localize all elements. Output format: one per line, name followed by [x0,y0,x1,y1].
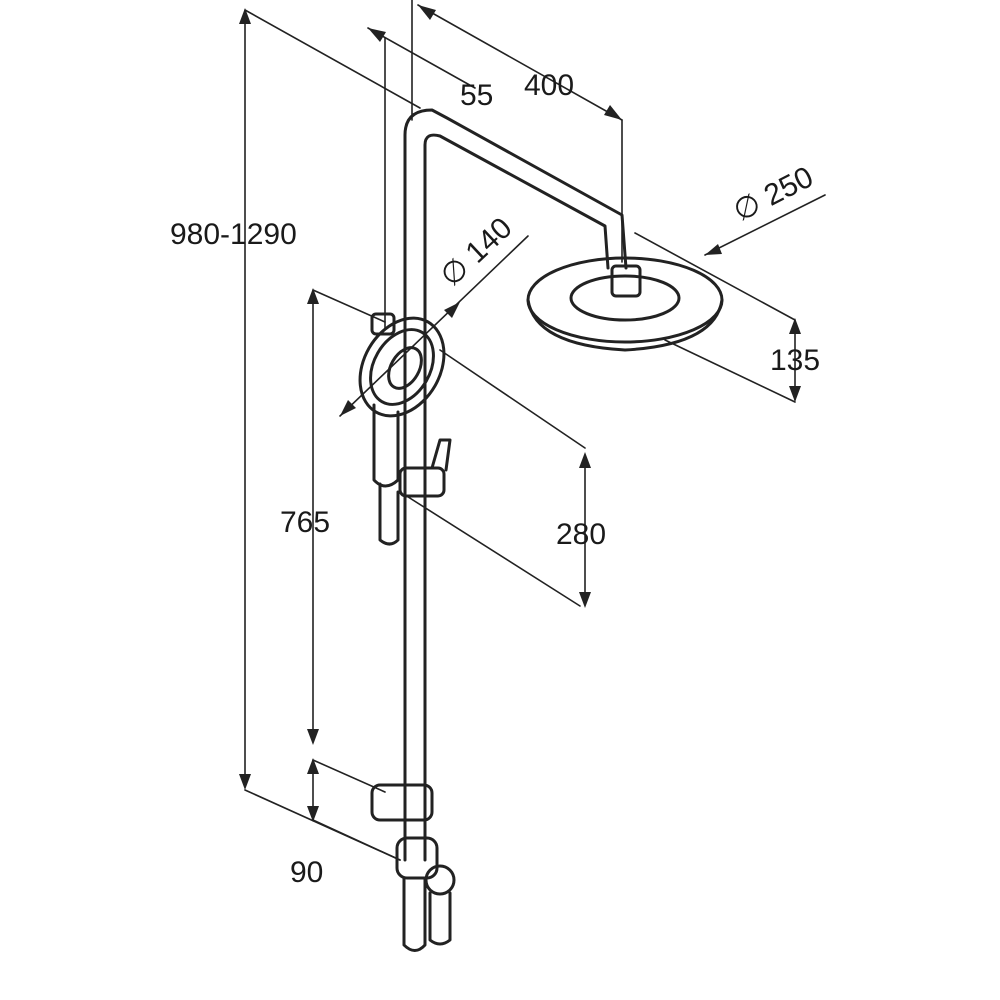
label-head-drop: 135 [770,344,820,377]
dimension-head-drop [634,232,801,403]
dimension-arm-offset [367,0,476,331]
label-mixer-height: 90 [290,856,323,889]
slide-holder [378,438,452,546]
label-arm-length: 400 [524,69,574,102]
dimension-mixer-height [307,758,401,861]
mixer-valve [370,783,456,952]
label-head-diameter: ∅ 250 [728,160,818,228]
label-hand-diameter: ∅ 140 [434,211,518,293]
dimension-hand-length [404,349,591,608]
dimension-total-height [239,8,421,861]
label-hand-length: 280 [556,518,606,551]
dimension-arm-length [417,4,623,263]
overhead-shower-head [526,256,724,352]
dimension-head-diameter [704,194,826,256]
dimension-holder-height [307,288,386,745]
riser-rail [403,108,628,862]
dimension-hand-diameter [339,235,529,417]
hand-shower [358,312,446,488]
label-holder-height: 765 [280,506,330,539]
label-total-height: 980-1290 [170,218,297,251]
label-arm-offset: 55 [460,79,493,112]
